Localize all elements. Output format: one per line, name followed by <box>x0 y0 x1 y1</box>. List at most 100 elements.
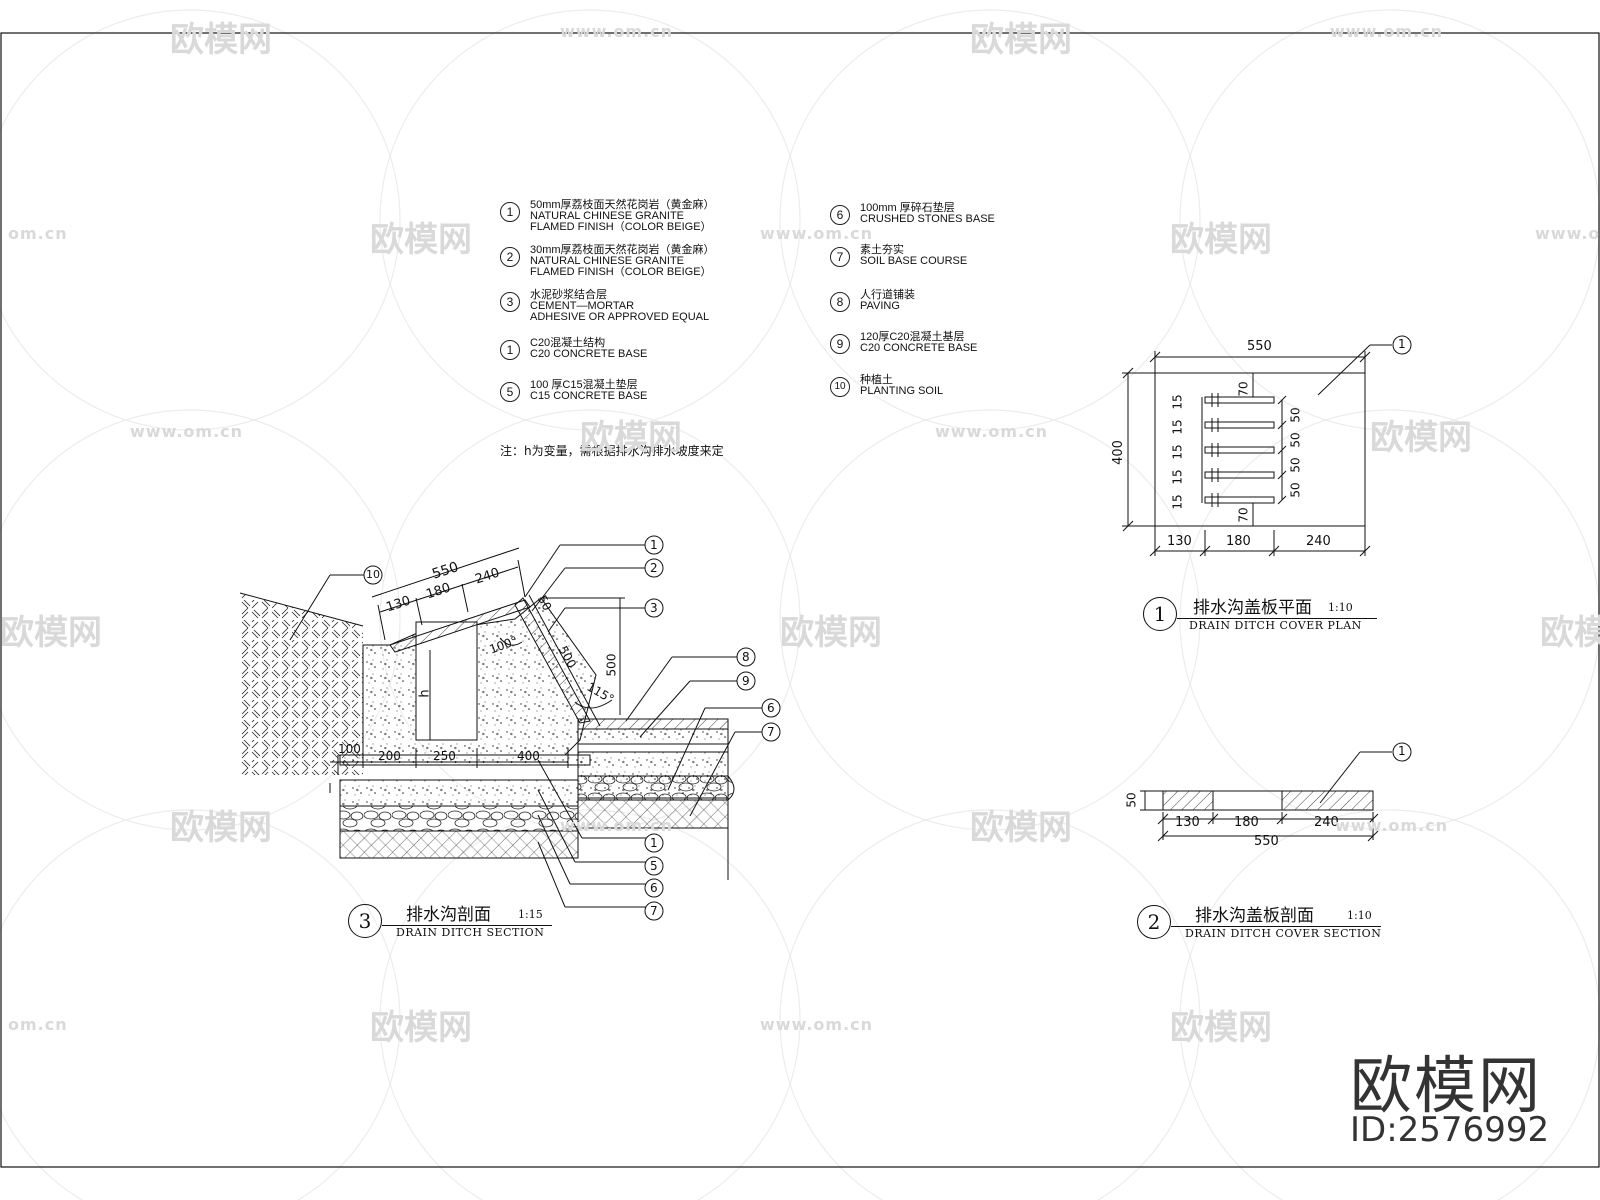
watermark-logo: 欧模网 <box>780 613 882 653</box>
watermark-url: www.om.cn <box>560 22 674 41</box>
legend-line: C20混凝土结构 <box>530 337 606 349</box>
legend-line: FLAMED FINISH（COLOR BEIGE） <box>530 221 712 233</box>
ditch-callout-r5: 9 <box>742 674 750 688</box>
legend-line: 素土夯实 <box>860 244 904 256</box>
legend-number: 10 <box>830 377 850 397</box>
legend-number: 2 <box>500 247 520 267</box>
legend-line: NATURAL CHINESE GRANITE <box>530 255 685 267</box>
watermark-url: www.om.cn <box>935 422 1049 441</box>
legend-line: NATURAL CHINESE GRANITE <box>530 210 685 222</box>
legend-number: 6 <box>830 205 850 225</box>
ditch-callout-r2: 2 <box>650 561 658 575</box>
legend-number: 5 <box>500 382 520 402</box>
cover-plan-drawing <box>1122 335 1412 557</box>
ditch-callout-circles <box>363 535 781 921</box>
legend-number: 1 <box>500 202 520 222</box>
cover-dim-total: 550 <box>1254 834 1279 849</box>
watermark-logo: 欧模网 <box>1370 418 1472 458</box>
sheet-border <box>0 32 1600 1168</box>
legend-line: ADHESIVE OR APPROVED EQUAL <box>530 311 710 323</box>
ditch-callout-b4: 7 <box>650 904 658 918</box>
plan-dim-end-bottom: 70 <box>1236 507 1251 523</box>
ditch-dim-500-vert: 500 <box>604 653 619 677</box>
legend-number: 7 <box>830 247 850 267</box>
plan-dim-slot-5: 15 <box>1170 494 1185 510</box>
watermark-url: www.om.cn <box>1535 224 1600 243</box>
plan-dim-seg3: 240 <box>1306 534 1331 549</box>
ditch-callout-b2: 5 <box>650 859 658 873</box>
watermark-url: www.om.cn <box>760 1015 874 1034</box>
ditch-callout-r3: 3 <box>650 601 658 615</box>
plan-dim-height: 400 <box>1110 440 1126 465</box>
title-underline <box>1171 926 1381 927</box>
plan-dim-gap-4: 50 <box>1288 482 1303 498</box>
drawing-number: 3 <box>348 904 382 938</box>
legend-line: 水泥砂浆结合层 <box>530 289 607 301</box>
title-underline <box>1177 618 1377 619</box>
watermark-url: www.om.cn <box>1335 816 1449 835</box>
watermark-url: www.om.cn <box>760 224 874 243</box>
watermark-logo: 欧模网 <box>370 1008 472 1048</box>
plan-dim-slot-3: 15 <box>1170 444 1185 460</box>
drawing-number: 1 <box>1143 597 1177 631</box>
legend-line: FLAMED FINISH（COLOR BEIGE） <box>530 266 712 278</box>
legend-line: PLANTING SOIL <box>860 385 944 397</box>
legend-line: C15 CONCRETE BASE <box>530 390 648 402</box>
plan-dim-slot-4: 15 <box>1170 469 1185 485</box>
legend-line: 100mm 厚碎石垫层 <box>860 202 955 214</box>
drawing-title-en: DRAIN DITCH SECTION <box>396 926 545 939</box>
legend-line: 30mm厚荔枝面天然花岗岩（黄金麻） <box>530 244 715 256</box>
watermark-logo: 欧模网 <box>370 220 472 260</box>
ditch-callout-r7: 7 <box>767 725 775 739</box>
watermark-logo: 欧模网 <box>970 808 1072 848</box>
ditch-dim-h: h <box>417 689 433 698</box>
ditch-callout-left: 10 <box>366 568 380 581</box>
legend-line: 种植土 <box>860 374 893 386</box>
watermark-logo: 欧模网 <box>1170 1008 1272 1048</box>
plan-dim-end-top: 70 <box>1236 381 1251 397</box>
plan-dim-gap-3: 50 <box>1288 457 1303 473</box>
ditch-section-drawing <box>239 544 768 908</box>
plan-dim-slot-2: 15 <box>1170 419 1185 435</box>
drawing-title-en: DRAIN DITCH COVER PLAN <box>1189 619 1362 632</box>
legend-number: 3 <box>500 292 520 312</box>
cover-plan-ticks <box>1211 393 1219 507</box>
plan-dim-slot-1: 15 <box>1170 394 1185 410</box>
plan-callout-number: 1 <box>1398 337 1406 351</box>
ditch-dim-b2: 200 <box>378 749 401 763</box>
legend-line: 50mm厚荔枝面天然花岗岩（黄金麻） <box>530 199 715 211</box>
ditch-callout-b1: 1 <box>650 836 658 850</box>
watermark-logo: 欧模网 <box>170 20 272 60</box>
drawing-title-en: DRAIN DITCH COVER SECTION <box>1185 927 1382 940</box>
drawing-scale: 1:10 <box>1328 601 1353 614</box>
cover-dim-seg2: 180 <box>1234 815 1259 830</box>
watermark-logo: 欧模网 <box>1540 613 1600 653</box>
legend-line: CEMENT—MORTAR <box>530 300 635 312</box>
ditch-callout-r6: 6 <box>767 701 775 715</box>
watermark-logo: 欧模网 <box>580 418 682 458</box>
legend-line: 120厚C20混凝土基层 <box>860 331 965 343</box>
plan-dim-gap-1: 50 <box>1288 407 1303 423</box>
model-id: ID:2576992 <box>1350 1110 1550 1150</box>
legend-number: 1 <box>500 340 520 360</box>
watermark-circles <box>0 9 1600 1200</box>
watermark-url: om.cn <box>8 224 68 243</box>
cover-dim-thick: 50 <box>1124 792 1139 808</box>
legend-number: 9 <box>830 334 850 354</box>
ditch-callout-r4: 8 <box>742 650 750 664</box>
ditch-callout-b3: 6 <box>650 881 658 895</box>
watermark-url: www.om.cn <box>1330 22 1444 41</box>
legend-number: 8 <box>830 292 850 312</box>
watermark-logo: 欧模网 <box>0 613 102 653</box>
drawing-title-zh: 排水沟盖板平面 <box>1193 598 1312 618</box>
legend-line: C20 CONCRETE BASE <box>530 348 648 360</box>
plan-dim-gap-2: 50 <box>1288 432 1303 448</box>
legend-line: 人行道铺装 <box>860 289 915 301</box>
legend-line: CRUSHED STONES BASE <box>860 213 995 225</box>
design-note: 注：h为变量，需根据排水沟排水坡度来定 <box>500 444 724 458</box>
cover-dim-seg3: 240 <box>1314 815 1339 830</box>
watermark-logo: 欧模网 <box>170 808 272 848</box>
watermark-logo: 欧模网 <box>1170 220 1272 260</box>
ditch-dim-b4: 400 <box>517 749 540 763</box>
